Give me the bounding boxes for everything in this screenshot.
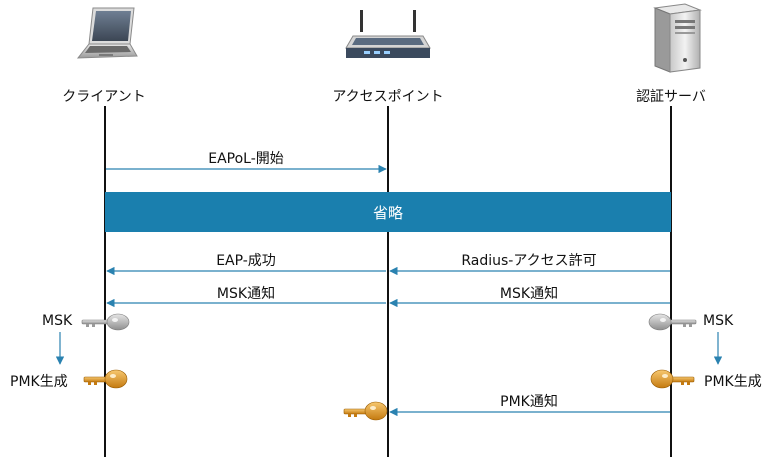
omitted-band-label: 省略 (373, 204, 403, 222)
server-msk-label: MSK (703, 313, 734, 329)
server-icon (653, 3, 702, 73)
laptop-icon (76, 7, 138, 59)
router-icon (345, 10, 431, 58)
server-pmk-label: PMK生成 (704, 374, 762, 390)
key-icon (343, 401, 388, 421)
omitted-band (105, 192, 671, 232)
client-msk-label: MSK (42, 313, 73, 329)
message-label: Radius-アクセス許可 (461, 253, 596, 269)
message-label: EAPoL-開始 (208, 151, 284, 167)
key-icon (648, 313, 697, 331)
message-label: EAP-成功 (216, 253, 276, 269)
participant-label-ap: アクセスポイント (332, 89, 443, 105)
participant-label-client: クライアント (62, 89, 145, 105)
client-pmk-label: PMK生成 (10, 374, 68, 390)
message-label: PMK通知 (500, 393, 558, 410)
message-label: MSK通知 (500, 285, 558, 302)
key-icon (81, 313, 130, 331)
key-icon (650, 369, 695, 389)
message-label: MSK通知 (217, 285, 275, 302)
participant-label-server: 認証サーバ (636, 89, 706, 105)
key-icon (83, 369, 128, 389)
